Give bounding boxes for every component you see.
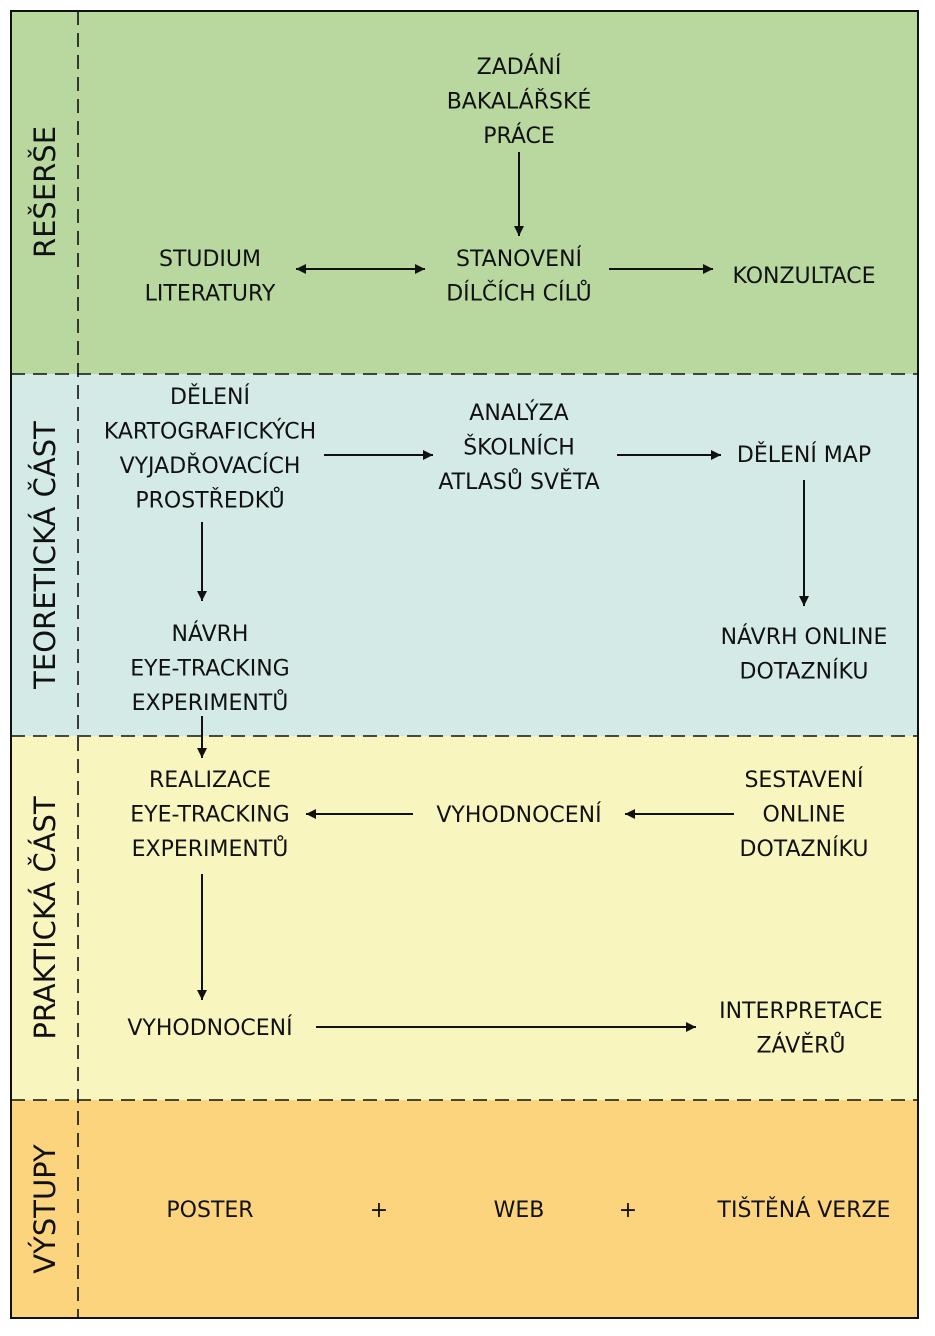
node-vyhodnoceni-dotazniku: VYHODNOCENÍ <box>436 802 601 828</box>
node-line: EYE-TRACKING <box>130 657 289 682</box>
node-konzultace: KONZULTACE <box>732 264 875 289</box>
band-prakticka-cast <box>11 736 918 1100</box>
node-line: DĚLENÍ <box>170 384 250 410</box>
node-line: PRÁCE <box>483 123 555 149</box>
node-zadani-bakalarske-prace: ZADÁNÍ BAKALÁŘSKÉ PRÁCE <box>447 54 592 149</box>
node-line: SESTAVENÍ <box>744 767 863 793</box>
plus-sign-2: + <box>619 1198 637 1223</box>
node-line: ATLASŮ SVĚTA <box>438 468 599 495</box>
node-line: EXPERIMENTŮ <box>132 835 289 862</box>
node-line: DOTAZNÍKU <box>740 659 869 685</box>
node-line: ONLINE <box>763 803 846 828</box>
band-separators <box>11 11 918 1318</box>
node-line: ŠKOLNÍCH <box>463 435 575 461</box>
node-deleni-map: DĚLENÍ MAP <box>737 442 871 468</box>
node-navrh-eye-tracking: NÁVRH EYE-TRACKING EXPERIMENTŮ <box>130 621 289 716</box>
node-line: LITERATURY <box>145 282 276 307</box>
node-line: DOTAZNÍKU <box>740 836 869 862</box>
node-line: DĚLENÍ MAP <box>737 442 871 468</box>
band-label-vystupy: VÝSTUPY <box>28 1144 62 1274</box>
band-vystupy <box>11 1100 918 1318</box>
node-web: WEB <box>494 1198 545 1223</box>
node-line: ZÁVĚRŮ <box>756 1032 845 1059</box>
node-line: WEB <box>494 1198 545 1223</box>
band-label-teoreticka: TEORETICKÁ ČÁST <box>28 421 62 690</box>
node-line: INTERPRETACE <box>719 999 883 1024</box>
node-poster: POSTER <box>166 1198 253 1223</box>
node-deleni-prostredku: DĚLENÍ KARTOGRAFICKÝCH VYJADŘOVACÍCH PROSTŘ… <box>104 384 316 514</box>
node-sestaveni-online-dotazniku: SESTAVENÍ ONLINE DOTAZNÍKU <box>740 767 869 862</box>
node-navrh-online-dotazniku: NÁVRH ONLINE DOTAZNÍKU <box>721 624 888 685</box>
node-line: ANALÝZA <box>469 400 568 426</box>
node-line: NÁVRH ONLINE <box>721 624 888 650</box>
plus-sign-1: + <box>370 1198 388 1223</box>
node-line: KARTOGRAFICKÝCH <box>104 419 316 445</box>
band-teoreticka-cast <box>11 374 918 736</box>
node-line: PROSTŘEDKŮ <box>135 487 284 514</box>
node-line: VYHODNOCENÍ <box>127 1015 292 1041</box>
node-line: KONZULTACE <box>732 264 875 289</box>
outer-border <box>10 10 919 1319</box>
node-interpretace-zaveru: INTERPRETACE ZÁVĚRŮ <box>719 999 883 1059</box>
node-line: NÁVRH <box>172 621 249 647</box>
node-line: DÍLČÍCH CÍLŮ <box>446 280 592 307</box>
node-line: EYE-TRACKING <box>130 803 289 828</box>
node-realizace-eye-tracking: REALIZACE EYE-TRACKING EXPERIMENTŮ <box>130 768 289 862</box>
node-analyza-atlasu: ANALÝZA ŠKOLNÍCH ATLASŮ SVĚTA <box>438 400 599 495</box>
node-line: VYJADŘOVACÍCH <box>120 453 301 479</box>
node-line: ZADÁNÍ <box>477 54 562 80</box>
node-vyhodnoceni-experimentu: VYHODNOCENÍ <box>127 1015 292 1041</box>
node-line: STUDIUM <box>159 247 261 272</box>
node-stanoveni-dilcich-cilu: STANOVENÍ DÍLČÍCH CÍLŮ <box>446 246 592 307</box>
node-tistena-verze: TIŠTĚNÁ VERZE <box>717 1197 891 1223</box>
band-label-prakticka: PRAKTICKÁ ČÁST <box>28 796 62 1040</box>
node-line: TIŠTĚNÁ VERZE <box>717 1197 891 1223</box>
band-reserse <box>11 11 918 374</box>
node-line: EXPERIMENTŮ <box>132 689 289 716</box>
node-line: STANOVENÍ <box>456 246 582 272</box>
band-label-reserse: REŠERŠE <box>28 126 62 258</box>
node-studium-literatury: STUDIUM LITERATURY <box>145 247 276 307</box>
node-line: VYHODNOCENÍ <box>436 802 601 828</box>
node-line: POSTER <box>166 1198 253 1223</box>
node-line: BAKALÁŘSKÉ <box>447 89 592 115</box>
node-line: REALIZACE <box>149 768 271 793</box>
